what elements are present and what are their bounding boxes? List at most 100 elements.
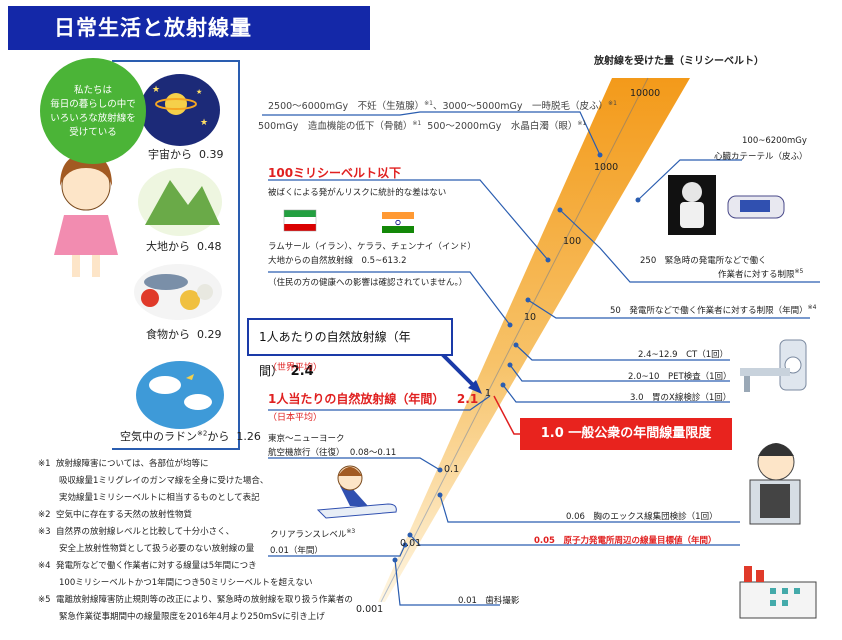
footnote-line: ※1 放射線障害については、各部位が均等に xyxy=(38,456,353,473)
tick-100: 100 xyxy=(563,236,582,247)
tick-10: 10 xyxy=(524,312,537,323)
footnote-line: 吸収線量1ミリグレイのガンマ線を全身に受けた場合、 xyxy=(38,473,353,490)
japan-average-sub: （日本平均） xyxy=(268,413,323,423)
footnote-line: ※4 発電所などで働く作業者に対する線量は5年間につき xyxy=(38,558,353,575)
page-title: 日常生活と放射線量 xyxy=(8,6,370,50)
japan-average: 1人当たりの自然放射線（年間） 2.1 xyxy=(268,390,478,407)
power-plant-illustration xyxy=(739,566,817,619)
connector-xray xyxy=(502,384,730,403)
emergency-limit-sub: 作業者に対する制限※5 xyxy=(718,268,803,280)
flight-route: 東京～ニューヨーク xyxy=(268,434,345,444)
connector-50 xyxy=(527,299,810,319)
source-earth-label: 大地から xyxy=(146,240,190,253)
source-earth: 大地から 0.48 xyxy=(146,238,222,254)
connector-emergency xyxy=(559,209,820,283)
source-space-label: 宇宙から xyxy=(148,148,192,161)
footnotes: ※1 放射線障害については、各部位が均等に 吸収線量1ミリグレイのガンマ線を全身… xyxy=(38,456,353,626)
dose-scale-beam xyxy=(378,78,690,602)
emergency-limit-note: ※5 xyxy=(794,268,804,276)
connector-heart-cath xyxy=(637,159,742,201)
source-food: 食物から 0.29 xyxy=(146,326,222,342)
ct-scanner-illustration xyxy=(740,339,807,392)
effect-hematopoiesis-note: ※1 xyxy=(412,119,422,127)
footnote-text: 空気中に存在する天然の放射性物質 xyxy=(55,510,192,520)
connector-chest xyxy=(439,494,740,523)
connector-clearance xyxy=(268,544,406,557)
source-earth-value: 0.48 xyxy=(197,240,222,253)
heart-cath-label: 心臓カテーテル（皮ふ） xyxy=(714,152,808,162)
connector-npp xyxy=(409,534,740,546)
intro-line-1: 私たちは xyxy=(73,85,112,96)
svg-text:★: ★ xyxy=(196,88,202,96)
intro-line-3: いろいろな放射線を xyxy=(50,113,136,124)
dental-xray-dose: 0.01 歯科撮影 xyxy=(458,596,520,606)
footnote-line: 100ミリシーベルトかつ1年間につき50ミリシーベルトを超えない xyxy=(38,575,353,592)
clearance-value: 0.01（年間） xyxy=(270,546,323,556)
effects-row-2: 500mGy 造血機能の低下（骨髄）※1 500～2000mGy 水晶白濁（眼）… xyxy=(258,118,586,132)
footnote-text: 実効線量1ミリシーベルトに相当するものとして表記 xyxy=(59,493,260,503)
footnote-line: ※3 自然界の放射線レベルと比較して十分小さく、 xyxy=(38,524,353,541)
footnote-mark: ※5 xyxy=(38,595,51,605)
svg-text:★: ★ xyxy=(200,118,208,128)
emergency-limit: 250 緊急時の発電所などで働く xyxy=(640,256,767,266)
world-average-label: 1人あたりの自然放射線（年間） xyxy=(259,330,411,378)
footnote-text: 電離放射線障害防止規則等の改正により、緊急時の放射線を取り扱う作業者の xyxy=(55,595,353,605)
effect-cataract-note: ※1 xyxy=(577,119,587,127)
astronaut-illustration xyxy=(668,175,716,235)
clearance-label: クリアランスレベル xyxy=(270,530,347,540)
effect-hair-loss: 、3000～5000mGy 一時脱毛（皮ふ） xyxy=(432,101,609,112)
connector-dental xyxy=(394,559,500,606)
food-illustration xyxy=(134,264,222,320)
footnote-mark: ※2 xyxy=(38,510,51,520)
footnote-mark: ※1 xyxy=(38,459,51,469)
footnote-mark: ※4 xyxy=(38,561,51,571)
tick-1000: 1000 xyxy=(594,162,619,173)
npp-target-dose: 0.05 原子力発電所周辺の線量目標値（年間） xyxy=(534,536,717,546)
stomach-xray-dose: 3.0 胃のX線検診（1回） xyxy=(630,393,732,403)
source-radon-value: 1.26 xyxy=(236,430,261,443)
satellite-illustration xyxy=(727,195,785,219)
doctor-illustration xyxy=(749,443,801,525)
tick-10000: 10000 xyxy=(630,88,661,99)
worker-annual-limit: 50 発電所などで働く作業者に対する制限（年間）※4 xyxy=(610,304,817,316)
worker-annual-limit-note: ※4 xyxy=(807,304,817,312)
effect-hair-loss-note: ※1 xyxy=(608,99,617,107)
residents-note: （住民の方の健康への影響は確認されていません。） xyxy=(268,278,468,288)
clearance-note: ※3 xyxy=(346,528,356,536)
airplane-illustration xyxy=(316,465,397,519)
space-illustration: ★ ★ ★ xyxy=(140,74,220,146)
worker-annual-limit-label: 50 発電所などで働く作業者に対する制限（年間） xyxy=(610,306,808,316)
footnote-line: 緊急作業従事期間中の線量限度を2016年4月より250mSvに引き上げ xyxy=(38,609,353,626)
svg-text:★: ★ xyxy=(152,85,160,95)
iran-flag-icon xyxy=(283,209,317,232)
connector-below100 xyxy=(268,179,549,261)
heart-cath-dose: 100~6200mGy xyxy=(742,136,807,146)
effect-hematopoiesis: 500mGy 造血機能の低下（骨髄） xyxy=(258,121,413,132)
below-100-heading: 100ミリシーベルト以下 xyxy=(268,166,402,180)
intro-bubble: 私たちは 毎日の暮らしの中で いろいろな放射線を 受けている xyxy=(40,58,146,164)
world-average-sub: （世界平均） xyxy=(268,363,323,373)
earth-illustration xyxy=(138,168,222,236)
effect-infertility: 2500～6000mGy 不妊（生殖腺） xyxy=(268,101,425,112)
source-food-value: 0.29 xyxy=(197,328,222,341)
flight-trip-label: 航空機旅行（往復） xyxy=(268,448,345,458)
connector-effects xyxy=(262,111,601,156)
source-food-label: 食物から xyxy=(146,328,190,341)
high-background-dose: 大地からの自然放射線 0.5~613.2 xyxy=(268,256,407,266)
source-space-value: 0.39 xyxy=(199,148,224,161)
world-average-box: 1人あたりの自然放射線（年間） 2.4 xyxy=(247,318,453,379)
japan-average-label: 1人当たりの自然放射線（年間） xyxy=(268,392,445,406)
footnote-text: 放射線障害については、各部位が均等に xyxy=(55,459,209,469)
tick-1: 1 xyxy=(485,388,492,399)
connector-ct xyxy=(515,344,730,361)
effect-cataract: 500～2000mGy 水晶白濁（眼） xyxy=(427,121,578,132)
footnote-text: 発電所などで働く作業者に対する線量は5年間につき xyxy=(55,561,257,571)
intro-line-4: 受けている xyxy=(69,127,117,138)
footnote-text: 自然界の放射線レベルと比較して十分小さく、 xyxy=(55,527,235,537)
radon-illustration xyxy=(136,361,224,429)
footnote-line: ※2 空気中に存在する天然の放射性物質 xyxy=(38,507,353,524)
intro-line-2: 毎日の暮らしの中で xyxy=(50,99,136,110)
footnote-line: ※5 電離放射線障害防止規則等の改正により、緊急時の放射線を取り扱う作業者の xyxy=(38,592,353,609)
india-flag-icon xyxy=(382,212,414,233)
